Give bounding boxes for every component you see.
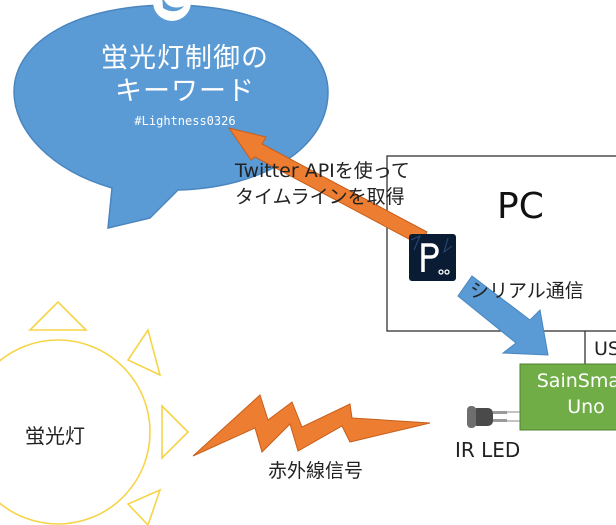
bubble-title-line2: キーワード [115,76,255,107]
infrared-signal-bolt [192,394,431,457]
lamp-label: 蛍光灯 [25,424,85,448]
bubble-title: 蛍光灯制御の キーワード [60,42,310,108]
serial-label: シリアル通信 [470,280,584,302]
bubble-title-line1: 蛍光灯制御の [101,43,269,74]
pc-label: PC [497,186,544,227]
infrared-signal-label: 赤外線信号 [268,460,364,482]
twitter-api-label-line1: Twitter APIを使って [235,160,410,182]
processing-logo-icon [409,234,456,281]
board-label: SainSmart Uno [521,368,616,420]
ir-led-label: IR LED [455,438,521,462]
bubble-hashtag: #Lightness0326 [134,114,236,128]
ir-led-icon [467,406,520,428]
board-label-line2: Uno [567,396,605,418]
twitter-api-label-line2: タイムラインを取得 [235,186,405,208]
twitter-api-arrow [227,127,428,246]
twitter-bird-icon [153,0,191,21]
board-label-line1: SainSmart [536,370,616,392]
twitter-api-label: Twitter APIを使って タイムラインを取得 [235,158,410,210]
sainsmart-board [519,363,616,431]
sun-lamp-icon [0,300,190,525]
serial-arrow [457,275,549,356]
usb-label: US [594,338,616,360]
